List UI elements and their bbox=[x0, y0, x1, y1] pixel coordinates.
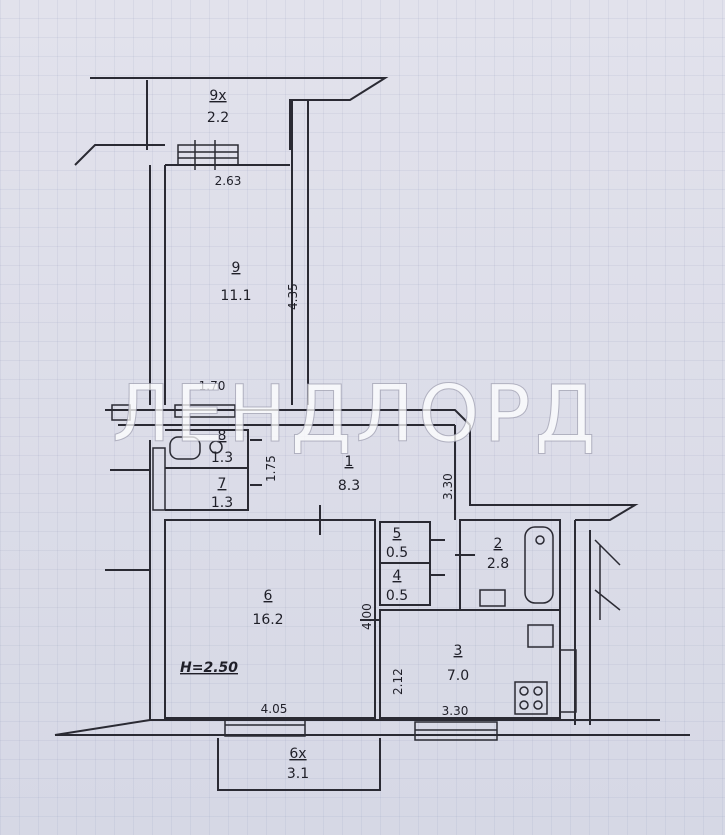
dim-2-12: 2.12 bbox=[391, 668, 405, 695]
sink-icon bbox=[479, 589, 506, 607]
window-room9 bbox=[177, 144, 239, 166]
dim-room9-width: 2.63 bbox=[215, 174, 242, 188]
walls bbox=[54, 77, 690, 791]
room-4-number: 4 bbox=[393, 568, 402, 584]
room-2-area: 2.8 bbox=[487, 556, 509, 572]
room-1-area: 8.3 bbox=[338, 478, 360, 494]
dim-room9-length: 4.35 bbox=[286, 283, 300, 310]
dimension-labels: 2.63 4.35 1.70 1.75 3.30 4.00 2.12 4.05 … bbox=[199, 174, 469, 718]
window-left bbox=[152, 447, 166, 511]
room-6-area: 16.2 bbox=[252, 612, 283, 628]
bathtub-icon bbox=[524, 526, 554, 604]
dim-4-05: 4.05 bbox=[261, 702, 288, 716]
room-9-area: 11.1 bbox=[220, 288, 251, 304]
dim-3-30-horizontal: 3.30 bbox=[442, 704, 469, 718]
room-9x-area: 2.2 bbox=[207, 110, 229, 126]
windows bbox=[111, 140, 621, 741]
room-5-number: 5 bbox=[393, 526, 402, 542]
room-3-area: 7.0 bbox=[447, 668, 469, 684]
room-7-number: 7 bbox=[218, 476, 227, 492]
window-right bbox=[559, 649, 577, 713]
window-room6 bbox=[224, 717, 306, 737]
room-8-area: 1.3 bbox=[211, 450, 233, 466]
room-7-area: 1.3 bbox=[211, 495, 233, 511]
dim-corridor-1-70: 1.70 bbox=[199, 379, 226, 393]
room-6-number: 6 bbox=[264, 588, 273, 604]
dim-1-75: 1.75 bbox=[264, 455, 278, 482]
doors bbox=[250, 439, 475, 621]
room-6x-area: 3.1 bbox=[287, 766, 309, 782]
window-room3 bbox=[414, 721, 498, 741]
room-4-area: 0.5 bbox=[386, 588, 408, 604]
room-labels: 9х 2.2 9 11.1 8 1.3 7 1.3 1 8.3 5 0.5 4 … bbox=[180, 88, 509, 782]
room-5-area: 0.5 bbox=[386, 545, 408, 561]
room-9-number: 9 bbox=[232, 260, 241, 276]
room-2-number: 2 bbox=[494, 536, 503, 552]
balcony-door bbox=[594, 539, 621, 620]
ceiling-height-label: H=2.50 bbox=[180, 660, 238, 676]
dim-4-00: 4.00 bbox=[360, 603, 374, 630]
stove-icon bbox=[514, 681, 548, 715]
window-corridor bbox=[174, 404, 236, 418]
toilet-icon bbox=[169, 436, 201, 460]
room-3-number: 3 bbox=[454, 643, 463, 659]
room-9x-number: 9х bbox=[209, 88, 226, 104]
kitchen-sink-icon bbox=[527, 624, 554, 648]
dim-3-30-vertical: 3.30 bbox=[441, 473, 455, 500]
room-1-number: 1 bbox=[345, 454, 354, 470]
room-8-number: 8 bbox=[218, 428, 227, 444]
room-6x-number: 6х bbox=[289, 746, 306, 762]
fixtures bbox=[169, 436, 554, 715]
